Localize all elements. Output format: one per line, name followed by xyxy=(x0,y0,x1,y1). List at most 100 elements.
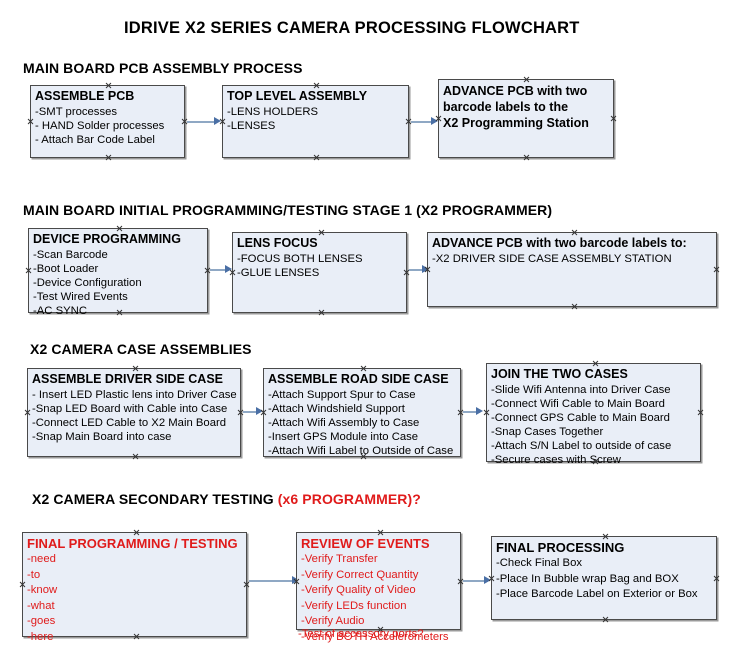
box-line: -Snap Main Board into case xyxy=(32,431,172,443)
box-advance-pcb-programming-station-content: ADVANCE PCB with two barcode labels to t… xyxy=(439,80,613,133)
box-review-of-events[interactable]: REVIEW OF EVENTS -Verify Transfer -Verif… xyxy=(296,532,461,643)
section-heading-text: MAIN BOARD INITIAL PROGRAMMING/TESTING S… xyxy=(23,202,553,218)
box-line: barcode labels to the xyxy=(443,100,569,114)
box-line: -here xyxy=(27,630,54,643)
box-line: -Device Configuration xyxy=(33,277,142,289)
box-line: -FOCUS BOTH LENSES xyxy=(237,253,363,265)
box-line: -Place In Bubble wrap Bag and BOX xyxy=(496,572,679,585)
box-line: -Insert GPS Module into Case xyxy=(268,431,419,443)
arrowhead-icon xyxy=(256,407,263,415)
page-title: IDRIVE X2 SERIES CAMERA PROCESSING FLOWC… xyxy=(124,19,580,37)
box-final-programming-testing[interactable]: FINAL PROGRAMMING / TESTING -need -to -k… xyxy=(22,532,247,643)
section-heading-text: MAIN BOARD PCB ASSEMBLY PROCESS xyxy=(23,60,303,76)
box-line: -Verify Correct Quantity xyxy=(301,568,419,581)
box-join-the-two-cases[interactable]: JOIN THE TWO CASES -Slide Wifi Antenna i… xyxy=(486,363,701,466)
arrowhead-icon xyxy=(422,265,429,273)
box-line: -LENSES xyxy=(227,120,276,132)
box-line: -Attach Wifi Assembly to Case xyxy=(268,417,420,429)
box-line: -know xyxy=(27,584,58,596)
arrowhead-icon xyxy=(225,265,232,273)
box-title: TOP LEVEL ASSEMBLY xyxy=(227,89,368,103)
box-title: JOIN THE TWO CASES xyxy=(491,367,628,381)
section-heading-x2-camera-case-assemblies: X2 CAMERA CASE ASSEMBLIES xyxy=(30,341,252,357)
box-line: -goes xyxy=(27,615,56,627)
box-assemble-pcb-content: ASSEMBLE PCB -SMT processes - HAND Solde… xyxy=(31,86,184,149)
box-device-programming[interactable]: DEVICE PROGRAMMING -Scan Barcode -Boot L… xyxy=(28,228,208,317)
box-title: LENS FOCUS xyxy=(237,236,318,250)
arrowhead-icon xyxy=(476,407,483,415)
box-review-of-events-overflow-line: -Test of accessory ports? xyxy=(298,628,424,640)
box-final-processing-content: FINAL PROCESSING -Check Final Box -Place… xyxy=(492,537,716,605)
connector-top-level-to-advance-pcb xyxy=(411,121,434,123)
box-line: -Test Wired Events xyxy=(33,291,128,303)
connection-handle-bottom[interactable] xyxy=(523,154,530,161)
box-line: -Boot Loader xyxy=(33,263,99,275)
box-line: -Snap LED Board with Cable into Case xyxy=(32,403,228,415)
box-line: -X2 DRIVER SIDE CASE ASSEMBLY STATION xyxy=(432,253,672,265)
box-line: -Verify Quality of Video xyxy=(301,584,416,596)
arrowhead-icon xyxy=(431,117,438,125)
box-line: - Attach Bar Code Label xyxy=(35,134,155,146)
box-line: - HAND Solder processes xyxy=(35,120,165,132)
box-line: -what xyxy=(27,599,55,612)
box-assemble-driver-side-case[interactable]: ASSEMBLE DRIVER SIDE CASE - Insert LED P… xyxy=(27,368,241,457)
box-line: -LENS HOLDERS xyxy=(227,106,319,118)
box-title: FINAL PROCESSING xyxy=(496,540,625,555)
connector-review-to-final-processing xyxy=(463,580,488,582)
box-line: -Attach Support Spur to Case xyxy=(268,389,416,401)
connector-device-programming-to-lens-focus xyxy=(210,269,229,271)
connection-handle-bottom[interactable] xyxy=(313,154,320,161)
arrowhead-icon xyxy=(292,576,299,584)
section-heading-main-board-pcb-assembly: MAIN BOARD PCB ASSEMBLY PROCESS xyxy=(23,60,303,76)
box-line: -Snap Cases Together xyxy=(491,426,604,438)
box-lens-focus[interactable]: LENS FOCUS -FOCUS BOTH LENSES -GLUE LENS… xyxy=(232,232,407,313)
connector-driver-case-to-road-case xyxy=(243,411,260,413)
box-line: -GLUE LENSES xyxy=(237,267,320,279)
connection-handle-bottom[interactable] xyxy=(105,154,112,161)
box-line: -Place Barcode Label on Exterior or Box xyxy=(496,588,698,600)
box-line: -Check Final Box xyxy=(496,557,583,569)
connector-road-case-to-join-cases xyxy=(463,411,480,413)
box-review-of-events-content: REVIEW OF EVENTS -Verify Transfer -Verif… xyxy=(297,533,460,647)
box-device-programming-content: DEVICE PROGRAMMING -Scan Barcode -Boot L… xyxy=(29,229,207,320)
arrowhead-icon xyxy=(484,576,491,584)
box-assemble-pcb[interactable]: ASSEMBLE PCB -SMT processes - HAND Solde… xyxy=(30,85,185,158)
box-title: REVIEW OF EVENTS xyxy=(301,536,430,551)
connector-lens-focus-to-advance-pcb-driver xyxy=(409,269,425,271)
box-lens-focus-content: LENS FOCUS -FOCUS BOTH LENSES -GLUE LENS… xyxy=(233,233,406,282)
section-heading-accent: (x6 PROGRAMMER)? xyxy=(277,491,421,507)
box-assemble-road-side-case-content: ASSEMBLE ROAD SIDE CASE -Attach Support … xyxy=(264,369,460,460)
connection-handle-bottom[interactable] xyxy=(132,453,139,460)
box-title: ASSEMBLE ROAD SIDE CASE xyxy=(268,372,449,386)
box-line: -Verify BOTH Accelerometers xyxy=(301,630,449,643)
box-line: -need xyxy=(27,553,56,565)
section-heading-x2-camera-secondary-testing: X2 CAMERA SECONDARY TESTING (x6 PROGRAMM… xyxy=(32,491,421,507)
box-line: -Verify LEDs function xyxy=(301,599,407,612)
box-line: -to xyxy=(27,568,41,581)
arrowhead-icon xyxy=(214,117,221,125)
box-final-programming-testing-content: FINAL PROGRAMMING / TESTING -need -to -k… xyxy=(23,533,246,647)
box-title: ASSEMBLE PCB xyxy=(35,89,135,103)
box-line: -Attach S/N Label to outside of case xyxy=(491,440,672,452)
box-advance-pcb-driver-side-content: ADVANCE PCB with two barcode labels to: … xyxy=(428,233,716,268)
box-title: FINAL PROGRAMMING / TESTING xyxy=(27,536,238,551)
box-line: -Verify Audio xyxy=(301,615,365,627)
box-advance-pcb-programming-station[interactable]: ADVANCE PCB with two barcode labels to t… xyxy=(438,79,614,158)
connection-handle-bottom[interactable] xyxy=(571,303,578,310)
box-line: ADVANCE PCB with two xyxy=(443,84,588,98)
box-assemble-road-side-case[interactable]: ASSEMBLE ROAD SIDE CASE -Attach Support … xyxy=(263,368,461,457)
connection-handle-bottom[interactable] xyxy=(602,616,609,623)
connection-handle-bottom[interactable] xyxy=(318,309,325,316)
box-final-processing[interactable]: FINAL PROCESSING -Check Final Box -Place… xyxy=(491,536,717,620)
box-top-level-assembly[interactable]: TOP LEVEL ASSEMBLY -LENS HOLDERS -LENSES xyxy=(222,85,409,158)
box-line: -AC SYNC xyxy=(33,305,87,317)
box-title: ADVANCE PCB with two barcode labels to: xyxy=(432,236,687,250)
box-line: - Insert LED Plastic lens into Driver Ca… xyxy=(32,389,237,401)
box-advance-pcb-driver-side[interactable]: ADVANCE PCB with two barcode labels to: … xyxy=(427,232,717,307)
connector-assemble-pcb-to-top-level xyxy=(187,121,217,123)
box-title: ASSEMBLE DRIVER SIDE CASE xyxy=(32,372,224,386)
box-line: -Scan Barcode xyxy=(33,249,108,261)
box-line: -Connect Wifi Cable to Main Board xyxy=(491,398,665,410)
box-line: -Connect GPS Cable to Main Board xyxy=(491,412,670,424)
